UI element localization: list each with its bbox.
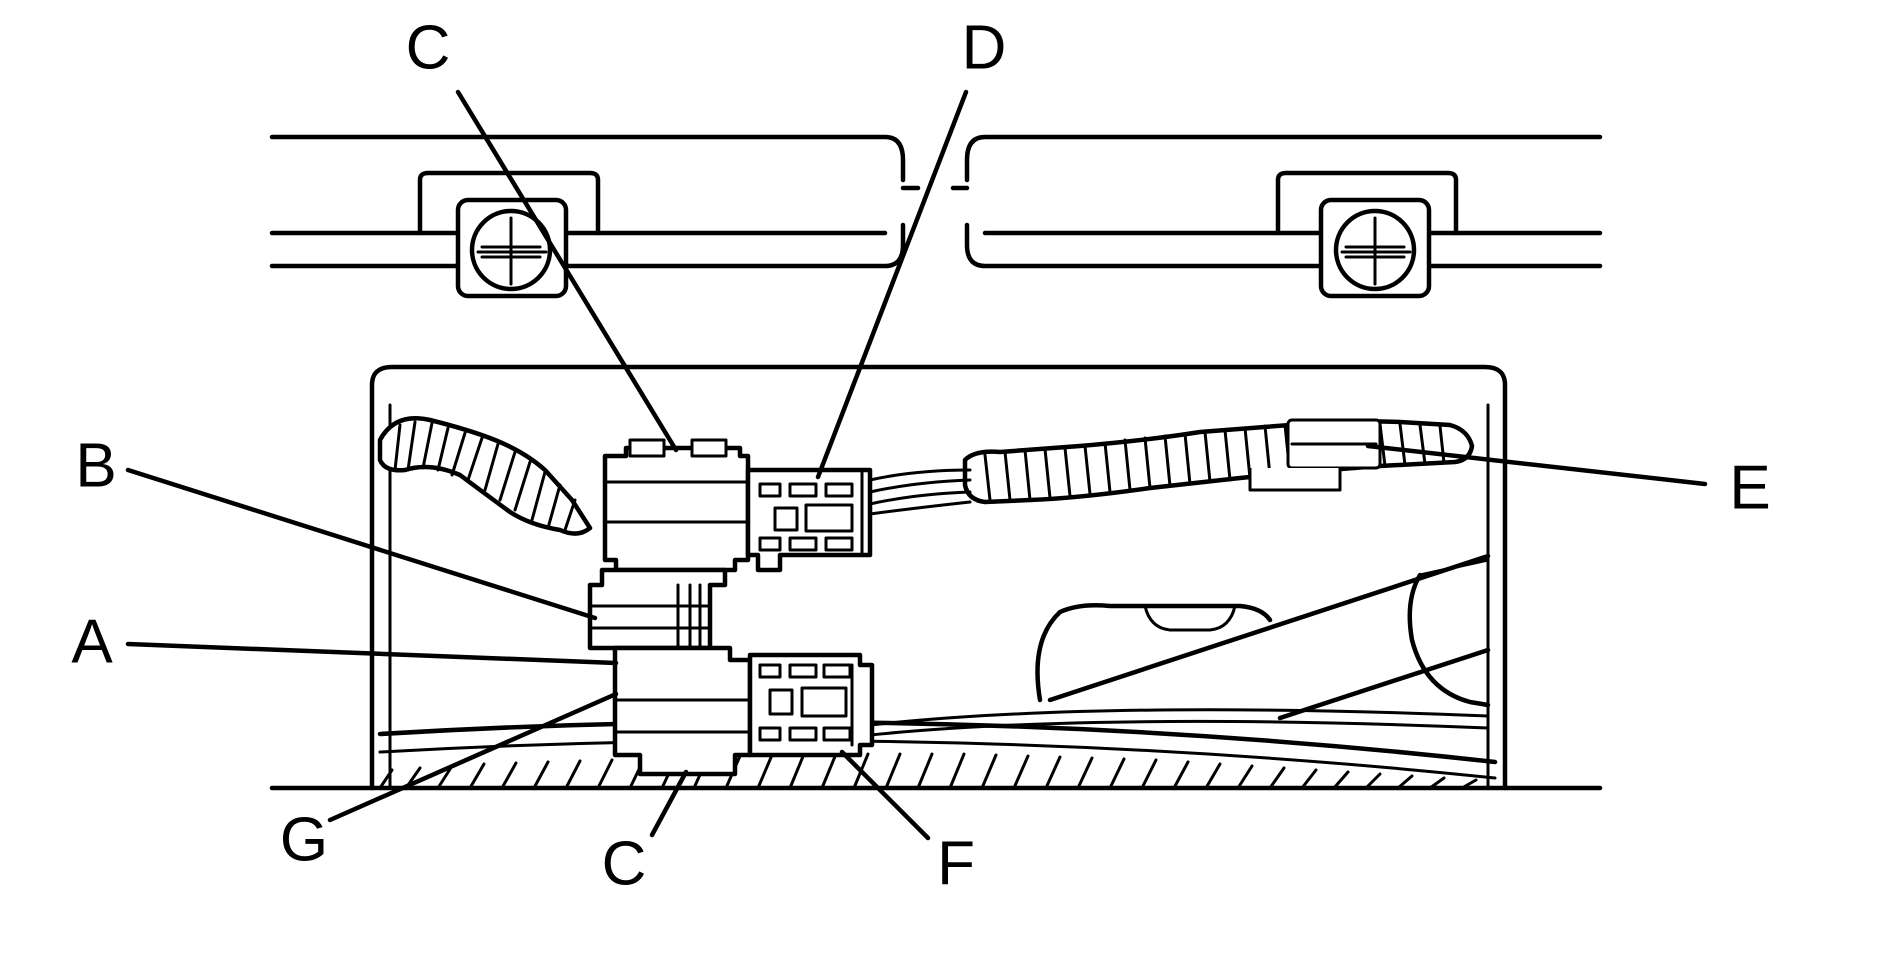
- wire-strands: [868, 468, 1490, 737]
- upper-connector-d: [745, 467, 873, 573]
- upper-trim-panel: [269, 134, 1603, 269]
- leader-e: [1365, 443, 1708, 487]
- leader-d: [815, 89, 969, 480]
- callout-d: D: [962, 13, 1007, 82]
- left-mounting-bracket: [269, 170, 888, 299]
- callout-c-bottom: C: [602, 829, 647, 898]
- leader-lines: [125, 89, 1708, 841]
- leader-c-bottom: [649, 769, 689, 838]
- callout-labels: C D B E A G C F: [71, 13, 1770, 898]
- hatched-floor: [378, 752, 1478, 790]
- leader-f: [839, 749, 931, 841]
- callout-b: B: [75, 431, 116, 500]
- lower-connector-f: [747, 652, 875, 758]
- callout-c-top: C: [406, 13, 451, 82]
- leader-g: [327, 691, 619, 823]
- middle-connector-b: [587, 567, 728, 651]
- right-mounting-bracket: [982, 170, 1603, 299]
- leader-b: [125, 467, 598, 621]
- wiring-harness-right: [962, 418, 1475, 505]
- wiring-harness-left: [377, 416, 593, 536]
- lower-connector-a: [612, 645, 753, 777]
- lower-cavity: [269, 364, 1603, 791]
- callout-f: F: [937, 829, 975, 898]
- inner-ribbing: [1035, 553, 1491, 721]
- callout-e: E: [1729, 453, 1770, 522]
- callout-g: G: [280, 805, 328, 874]
- leader-c-top: [455, 89, 679, 453]
- leader-a: [125, 641, 619, 666]
- upper-connector-c: [602, 438, 751, 573]
- callout-a: A: [71, 607, 113, 676]
